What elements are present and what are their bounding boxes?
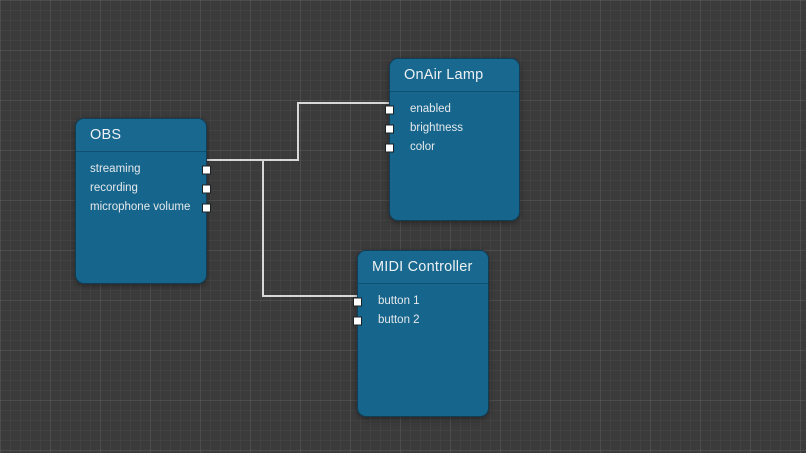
node-title: OnAir Lamp [404, 66, 484, 83]
output-port-socket[interactable] [202, 184, 211, 193]
input-port-socket[interactable] [385, 105, 394, 114]
port-row: recording [76, 179, 211, 198]
connection-obs-streaming-to-midi-button1[interactable] [206, 159, 358, 297]
port-row: color [385, 138, 519, 157]
connection-obs-streaming-to-onair-enabled[interactable] [206, 102, 390, 161]
port-label: brightness [410, 121, 464, 134]
input-port-socket[interactable] [385, 143, 394, 152]
port-label: color [410, 140, 435, 153]
port-label: button 1 [378, 294, 420, 307]
node-title: MIDI Controller [372, 258, 473, 275]
output-port-socket[interactable] [202, 165, 211, 174]
input-port-socket[interactable] [385, 124, 394, 133]
node-header-obs[interactable]: OBS [76, 119, 206, 152]
port-row: button 2 [353, 311, 488, 330]
node-body-onair-lamp: enabled brightness color [385, 92, 519, 157]
output-port-socket[interactable] [202, 203, 211, 212]
node-body-obs: streaming recording microphone volume [76, 152, 211, 217]
node-title: OBS [90, 126, 122, 143]
node-midi-controller[interactable]: MIDI Controller button 1 button 2 [353, 250, 489, 417]
port-row: button 1 [353, 292, 488, 311]
node-obs[interactable]: OBS streaming recording microphone volume [75, 118, 211, 284]
port-label: microphone volume [90, 200, 191, 213]
port-label: enabled [410, 102, 451, 115]
node-header-onair-lamp[interactable]: OnAir Lamp [390, 59, 519, 92]
port-label: button 2 [378, 313, 420, 326]
port-row: streaming [76, 160, 211, 179]
port-row: enabled [385, 100, 519, 119]
node-body-midi-controller: button 1 button 2 [353, 284, 488, 330]
port-label: streaming [90, 162, 141, 175]
input-port-socket[interactable] [353, 316, 362, 325]
port-label: recording [90, 181, 138, 194]
input-port-socket[interactable] [353, 297, 362, 306]
port-row: brightness [385, 119, 519, 138]
node-onair-lamp[interactable]: OnAir Lamp enabled brightness color [385, 58, 520, 221]
port-row: microphone volume [76, 198, 211, 217]
node-header-midi-controller[interactable]: MIDI Controller [358, 251, 488, 284]
